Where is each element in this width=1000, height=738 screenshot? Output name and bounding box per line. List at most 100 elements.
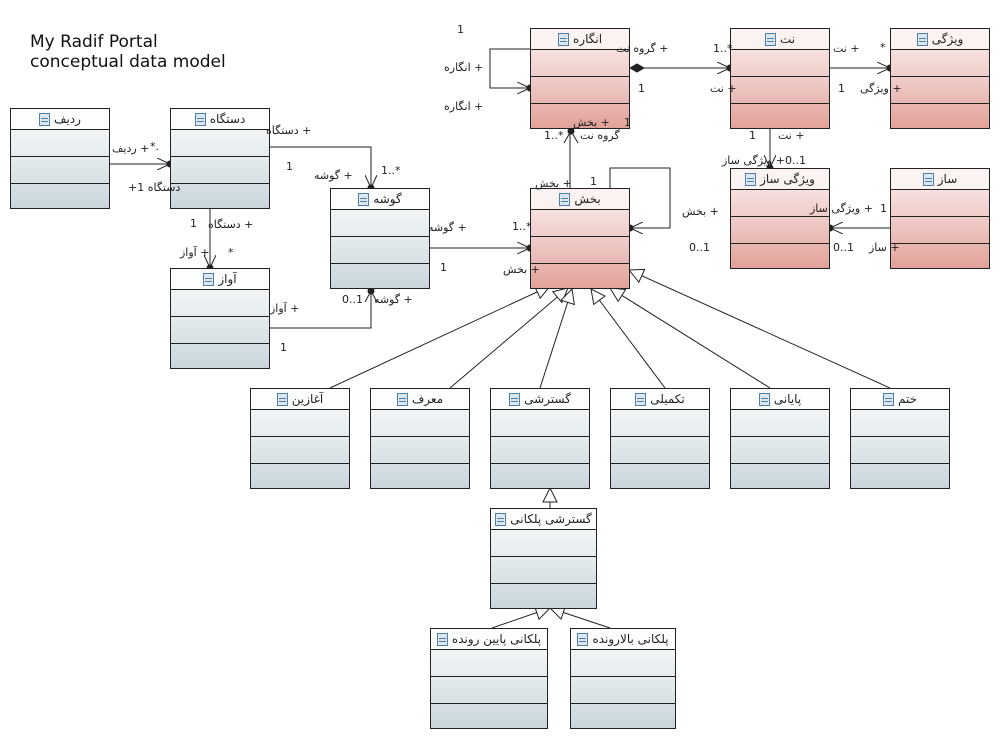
class-icon [635, 392, 647, 406]
class-dastgah[interactable]: دستگاه [170, 108, 270, 209]
gen-bala-pellekani [550, 608, 611, 629]
role-label: + گروه نت [616, 42, 669, 55]
class-vizhegi[interactable]: ویژگی [890, 28, 990, 129]
extra-compartment [11, 184, 109, 208]
class-name: آواز [218, 272, 237, 286]
operations-compartment [891, 77, 989, 104]
operations-compartment [891, 217, 989, 244]
class-payani[interactable]: پایانی [730, 388, 830, 489]
multiplicity-label: 1 [638, 82, 645, 95]
multiplicity-label: 1 [280, 341, 287, 354]
attributes-compartment [611, 410, 709, 437]
attributes-compartment [731, 410, 829, 437]
class-name: ردیف [54, 112, 81, 126]
operations-compartment [431, 677, 547, 704]
attributes-compartment [891, 190, 989, 217]
attributes-compartment [11, 130, 109, 157]
class-saz[interactable]: ساز [890, 168, 990, 269]
operations-compartment [491, 557, 596, 584]
operations-compartment [331, 237, 429, 264]
multiplicity-label: * [228, 246, 234, 259]
class-khatm[interactable]: ختم [850, 388, 950, 489]
role-label: + گوشه [374, 293, 413, 306]
extra-compartment [251, 464, 349, 488]
operations-compartment [491, 437, 589, 464]
attributes-compartment [571, 650, 675, 677]
class-pellekani-bala-ravandeh[interactable]: پلکانی بالارونده [570, 628, 676, 729]
class-icon [194, 112, 206, 126]
attributes-compartment [491, 410, 589, 437]
multiplicity-label: *. [150, 140, 159, 153]
operations-compartment [571, 677, 675, 704]
multiplicity-label: 1 [590, 175, 597, 188]
operations-compartment [731, 217, 829, 244]
operations-compartment [171, 317, 269, 344]
class-name: بخش [574, 192, 601, 206]
attributes-compartment [731, 50, 829, 77]
class-not[interactable]: نت [730, 28, 830, 129]
class-icon [922, 172, 934, 186]
extra-compartment [431, 704, 547, 728]
class-pellekani-payin-ravandeh[interactable]: پلکانی پایین رونده [430, 628, 548, 729]
title-line-2: conceptual data model [30, 52, 226, 72]
operations-compartment [731, 77, 829, 104]
class-avaz[interactable]: آواز [170, 268, 270, 369]
extra-compartment [731, 104, 829, 128]
class-name: پلکانی بالارونده [592, 632, 669, 646]
class-gusheh[interactable]: گوشه [330, 188, 430, 289]
role-label: + بخش [535, 177, 572, 190]
class-icon [495, 512, 507, 526]
role-label: + بخش [573, 116, 610, 129]
multiplicity-label: 0..1 [785, 154, 806, 167]
role-label: + بخش [682, 205, 719, 218]
multiplicity-label: 0..1 [833, 241, 854, 254]
multiplicity-label: 1 [457, 23, 464, 36]
attributes-compartment [491, 530, 596, 557]
multiplicity-label: 1 [286, 160, 293, 173]
class-moarref[interactable]: معرف [370, 388, 470, 489]
role-label: دستگاه 1+ [128, 181, 181, 194]
multiplicity-label: 1..* [381, 164, 401, 177]
class-radif[interactable]: ردیف [10, 108, 110, 209]
multiplicity-label: 1..* [512, 220, 532, 233]
role-label: + ویژگی ساز [722, 154, 785, 167]
role-label: + ردیف [112, 142, 150, 155]
multiplicity-label: 1 [190, 217, 197, 230]
role-label: + آواز [270, 302, 300, 315]
class-name: ویژگی [931, 32, 964, 46]
role-label: + دستگاه [208, 218, 254, 231]
class-gostareshi-pellekani[interactable]: گسترشی پلکانی [490, 508, 597, 609]
operations-compartment [611, 437, 709, 464]
extra-compartment [171, 344, 269, 368]
multiplicity-label: 1 [838, 82, 845, 95]
multiplicity-label: 1 [440, 261, 447, 274]
operations-compartment [531, 237, 629, 264]
extra-compartment [851, 464, 949, 488]
class-icon [39, 112, 51, 126]
class-icon [203, 272, 215, 286]
multiplicity-label: 0..1 [689, 241, 710, 254]
multiplicity-label: 1..* [544, 129, 564, 142]
operations-compartment [371, 437, 469, 464]
assoc-dastgah-gusheh [270, 146, 371, 188]
extra-compartment [531, 264, 629, 288]
operations-compartment [251, 437, 349, 464]
class-aghazin[interactable]: آغازین [250, 388, 350, 489]
class-takmili[interactable]: تکمیلی [610, 388, 710, 489]
gen-aghazin-bakhsh [329, 286, 550, 389]
class-bakhsh[interactable]: بخش [530, 188, 630, 289]
class-icon [916, 32, 928, 46]
role-label: + نت [833, 42, 860, 55]
class-vizhegi-saz[interactable]: ویژگی ساز [730, 168, 830, 269]
gen-gostareshi-bakhsh [539, 289, 572, 389]
class-gostareshi[interactable]: گسترشی [490, 388, 590, 489]
operations-compartment [11, 157, 109, 184]
class-engareh[interactable]: انگاره [530, 28, 630, 129]
role-label: + دستگاه [266, 124, 312, 137]
attributes-compartment [371, 410, 469, 437]
attributes-compartment [331, 210, 429, 237]
title-line-1: My Radif Portal [30, 32, 158, 52]
class-name: گسترشی [524, 392, 571, 406]
role-label: + نت [778, 129, 805, 142]
class-icon [882, 392, 894, 406]
